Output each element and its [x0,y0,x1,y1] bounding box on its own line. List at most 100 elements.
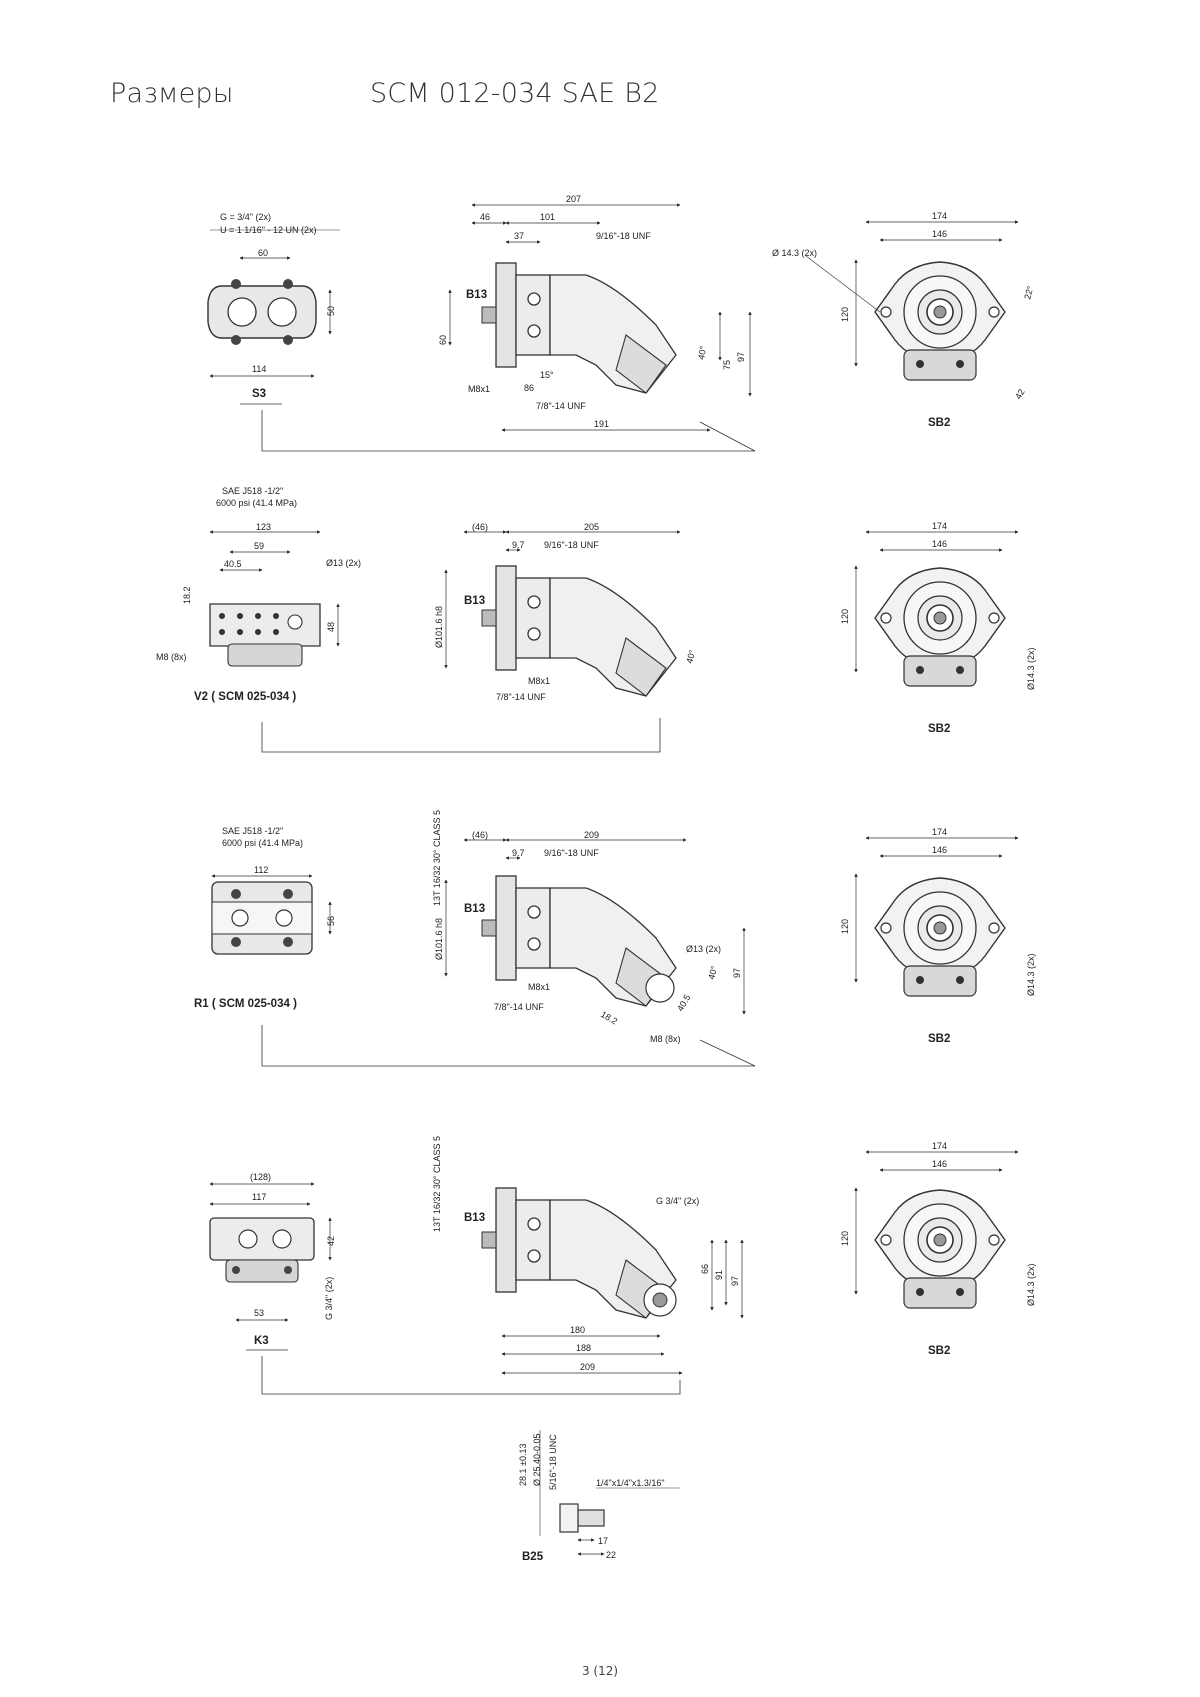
dia-13: Ø13 (2x) [686,944,721,954]
dim-59: 59 [254,541,264,551]
dim-188: 188 [576,1343,591,1353]
dim-123: 123 [256,522,271,532]
view-label-sb2: SB2 [928,1033,950,1045]
b13-label: B13 [466,289,487,301]
dim-97: 97 [732,968,742,978]
angle-22: 22° [1022,284,1035,300]
dim-205: 205 [584,522,599,532]
dim-91: 91 [714,1270,724,1280]
dim-60: 60 [258,248,268,258]
psi-spec: 6000 psi (41.4 MPa) [222,838,303,848]
model-title: SCM 012-034 SAE B2 [370,78,660,109]
row3-rear-view-sb2: 174 146 120 Ø14.3 (2x) SB2 [840,827,1036,1045]
dim-112: 112 [254,865,268,875]
dim-146: 146 [932,1159,947,1169]
psi-spec: 6000 psi (41.4 MPa) [216,498,297,508]
m8-8x: M8 (8x) [650,1034,681,1044]
angle-40: 40° [696,345,708,361]
shaft-b25-detail: 28.1 ±0.13 Ø 25.40-0.05 5/16"-18 UNC 1/4… [518,1430,680,1563]
view-label-k3: K3 [254,1335,269,1347]
view-label-sb2: SB2 [928,723,950,735]
dia-14-3: Ø14.3 (2x) [1026,953,1036,996]
dim-17: 17 [598,1536,608,1546]
dim-180: 180 [570,1325,585,1335]
dim-97: 97 [736,352,746,362]
dim-40-5: 40.5 [224,559,242,569]
angle-40: 40° [706,964,719,980]
dim-174: 174 [932,1141,947,1151]
dia-101-6: Ø101.6 h8 [434,918,444,960]
dim-9-7: 9.7 [512,540,525,550]
dim-209: 209 [580,1362,595,1372]
m8x1: M8x1 [468,384,490,394]
spline-spec: 13T 16/32 30° CLASS 5 [432,1136,442,1232]
dim-22: 22 [606,1550,616,1560]
thread-7-8: 7/8"-14 UNF [536,401,586,411]
row2-rear-view-sb2: 174 146 120 Ø14.3 (2x) SB2 [840,521,1036,735]
dia-14-3: Ø 14.3 (2x) [772,248,817,258]
dim-101: 101 [540,212,555,222]
view-label-r1: R1 ( SCM 025-034 ) [194,998,297,1010]
thread-9-16: 9/16"-18 UNF [544,540,599,550]
dia-13: Ø13 (2x) [326,558,361,568]
dim-66: 66 [700,1264,710,1274]
dim-117: 117 [252,1192,266,1202]
dim-207: 207 [566,194,581,204]
row1-rear-view-sb2: 174 146 Ø 14.3 (2x) 120 22° 42 SB2 [772,211,1036,429]
sae-spec: SAE J518 -1/2" [222,486,283,496]
dia-14-3: Ø14.3 (2x) [1026,1263,1036,1306]
dim-174: 174 [932,827,947,837]
dim-18-2: 18.2 [182,586,192,604]
dim-56: 56 [326,916,336,926]
dim-86: 86 [524,383,534,393]
dim-60-side: 60 [438,335,448,345]
sae-spec: SAE J518 -1/2" [222,826,283,836]
angle-40: 40° [684,648,697,664]
view-label-b25: B25 [522,1551,544,1563]
m8x1: M8x1 [528,676,550,686]
row4-rear-view-sb2: 174 146 120 Ø14.3 (2x) SB2 [840,1141,1036,1357]
dim-u: U = 1 1/16" - 12 UN (2x) [220,225,316,235]
group-connector-lines [261,410,756,1395]
thread-5-16: 5/16"-18 UNC [548,1434,558,1490]
dim-18-2: 18.2 [599,1009,619,1026]
dia-14-3: Ø14.3 (2x) [1026,647,1036,690]
dim-120: 120 [840,1231,850,1246]
thread-9-16: 9/16"-18 UNF [544,848,599,858]
dim-75: 75 [722,360,732,370]
dim-174: 174 [932,211,947,221]
thread-7-8: 7/8"-14 UNF [494,1002,544,1012]
dim-128-ref: (128) [250,1172,271,1182]
dim-209: 209 [584,830,599,840]
row2-port-view-v2: SAE J518 -1/2" 6000 psi (41.4 MPa) 123 5… [156,486,361,703]
dim-42: 42 [1013,387,1027,401]
dim-28-1: 28.1 ±0.13 [518,1444,528,1486]
dim-g: G = 3/4" (2x) [220,212,271,222]
b13-label: B13 [464,595,485,607]
m8x1: M8x1 [528,982,550,992]
dim-50: 50 [326,306,336,316]
m8-8x: M8 (8x) [156,652,187,662]
dim-120: 120 [840,919,850,934]
dim-146: 146 [932,229,947,239]
section-title: Размеры [110,78,234,109]
dim-120: 120 [840,307,850,322]
view-label-v2: V2 ( SCM 025-034 ) [194,691,296,703]
dia-101-6: Ø101.6 h8 [434,606,444,648]
dim-46-ref: (46) [472,830,488,840]
dim-46-ref: (46) [472,522,488,532]
row4-port-view-k3: (128) 117 42 53 G 3/4" (2x) K3 [209,1172,336,1351]
angle-15: 15° [540,370,554,380]
g-3-4: G 3/4" (2x) [656,1196,699,1206]
thread-7-8: 7/8"-14 UNF [496,692,546,702]
dim-174: 174 [932,521,947,531]
view-label-sb2: SB2 [928,1345,950,1357]
dim-146: 146 [932,539,947,549]
row1-side-view: 207 46 101 37 9/16"-18 UNF B13 60 M8x1 8… [438,194,752,432]
view-label-s3: S3 [252,388,266,400]
dim-40-5: 40.5 [675,993,692,1013]
dim-146: 146 [932,845,947,855]
dim-9-7: 9.7 [512,848,525,858]
dim-120: 120 [840,609,850,624]
